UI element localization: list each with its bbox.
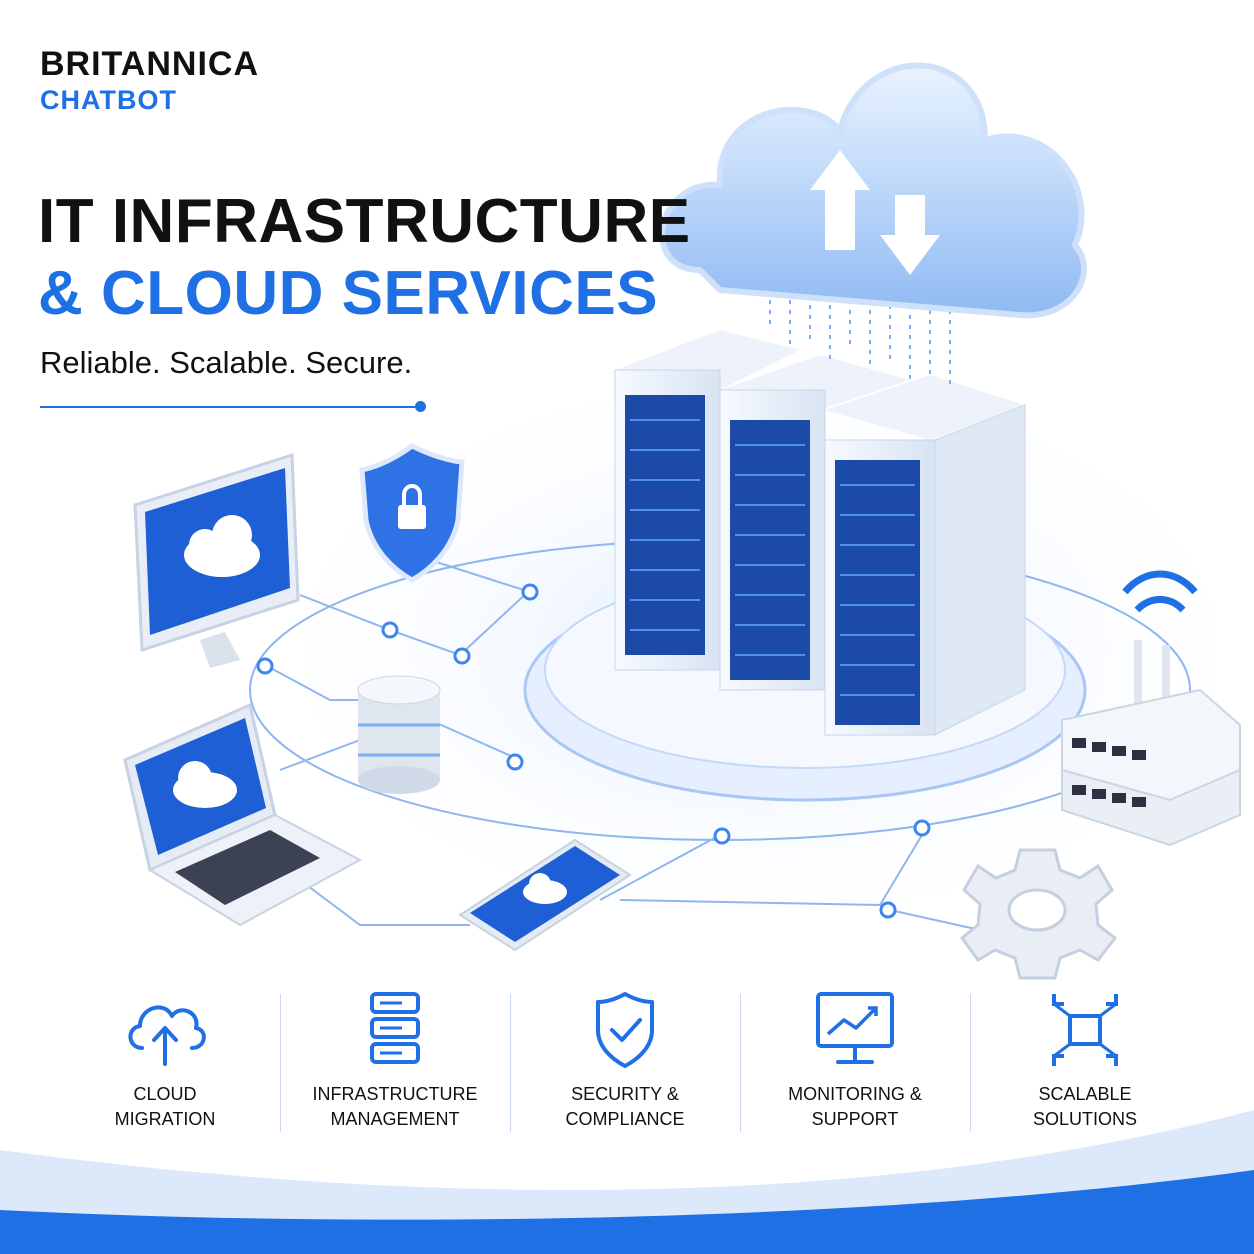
feature-label: SECURITY &COMPLIANCE	[565, 1084, 685, 1129]
title-line-1: IT INFRASTRUCTURE	[38, 187, 691, 256]
network-nodes	[256, 583, 931, 919]
desktop-monitor	[133, 452, 300, 668]
database-cylinder	[357, 675, 441, 794]
divider-line	[40, 406, 420, 408]
feature-monitoring-support: MONITORING &SUPPORT	[740, 990, 970, 1140]
settings-gear	[959, 848, 1118, 980]
page-title: IT INFRASTRUCTURE & CLOUD SERVICES	[38, 186, 691, 330]
shield-check-icon	[596, 992, 654, 1068]
title-line-2: & CLOUD SERVICES	[38, 259, 659, 328]
brand-logo: BRITANNICA CHATBOT	[40, 44, 259, 116]
tagline: Reliable. Scalable. Secure.	[40, 345, 413, 380]
cloud-sync-graphic	[659, 62, 1087, 319]
divider-dot	[415, 401, 426, 412]
scale-expand-icon	[1052, 994, 1118, 1066]
cloud-upload-icon	[128, 1005, 206, 1066]
laptop	[123, 702, 363, 927]
brand-subtitle: CHATBOT	[40, 85, 177, 115]
feature-label: MONITORING &SUPPORT	[788, 1084, 922, 1129]
bottom-wave	[0, 1110, 1254, 1254]
network-router	[1061, 570, 1241, 847]
server-stack-icon	[370, 992, 420, 1064]
security-shield	[359, 443, 465, 583]
brand-name: BRITANNICA	[40, 45, 260, 83]
feature-security-compliance: SECURITY &COMPLIANCE	[510, 990, 740, 1140]
smartphone	[458, 838, 632, 952]
server-racks	[614, 330, 1026, 736]
monitor-chart-icon	[816, 992, 894, 1064]
